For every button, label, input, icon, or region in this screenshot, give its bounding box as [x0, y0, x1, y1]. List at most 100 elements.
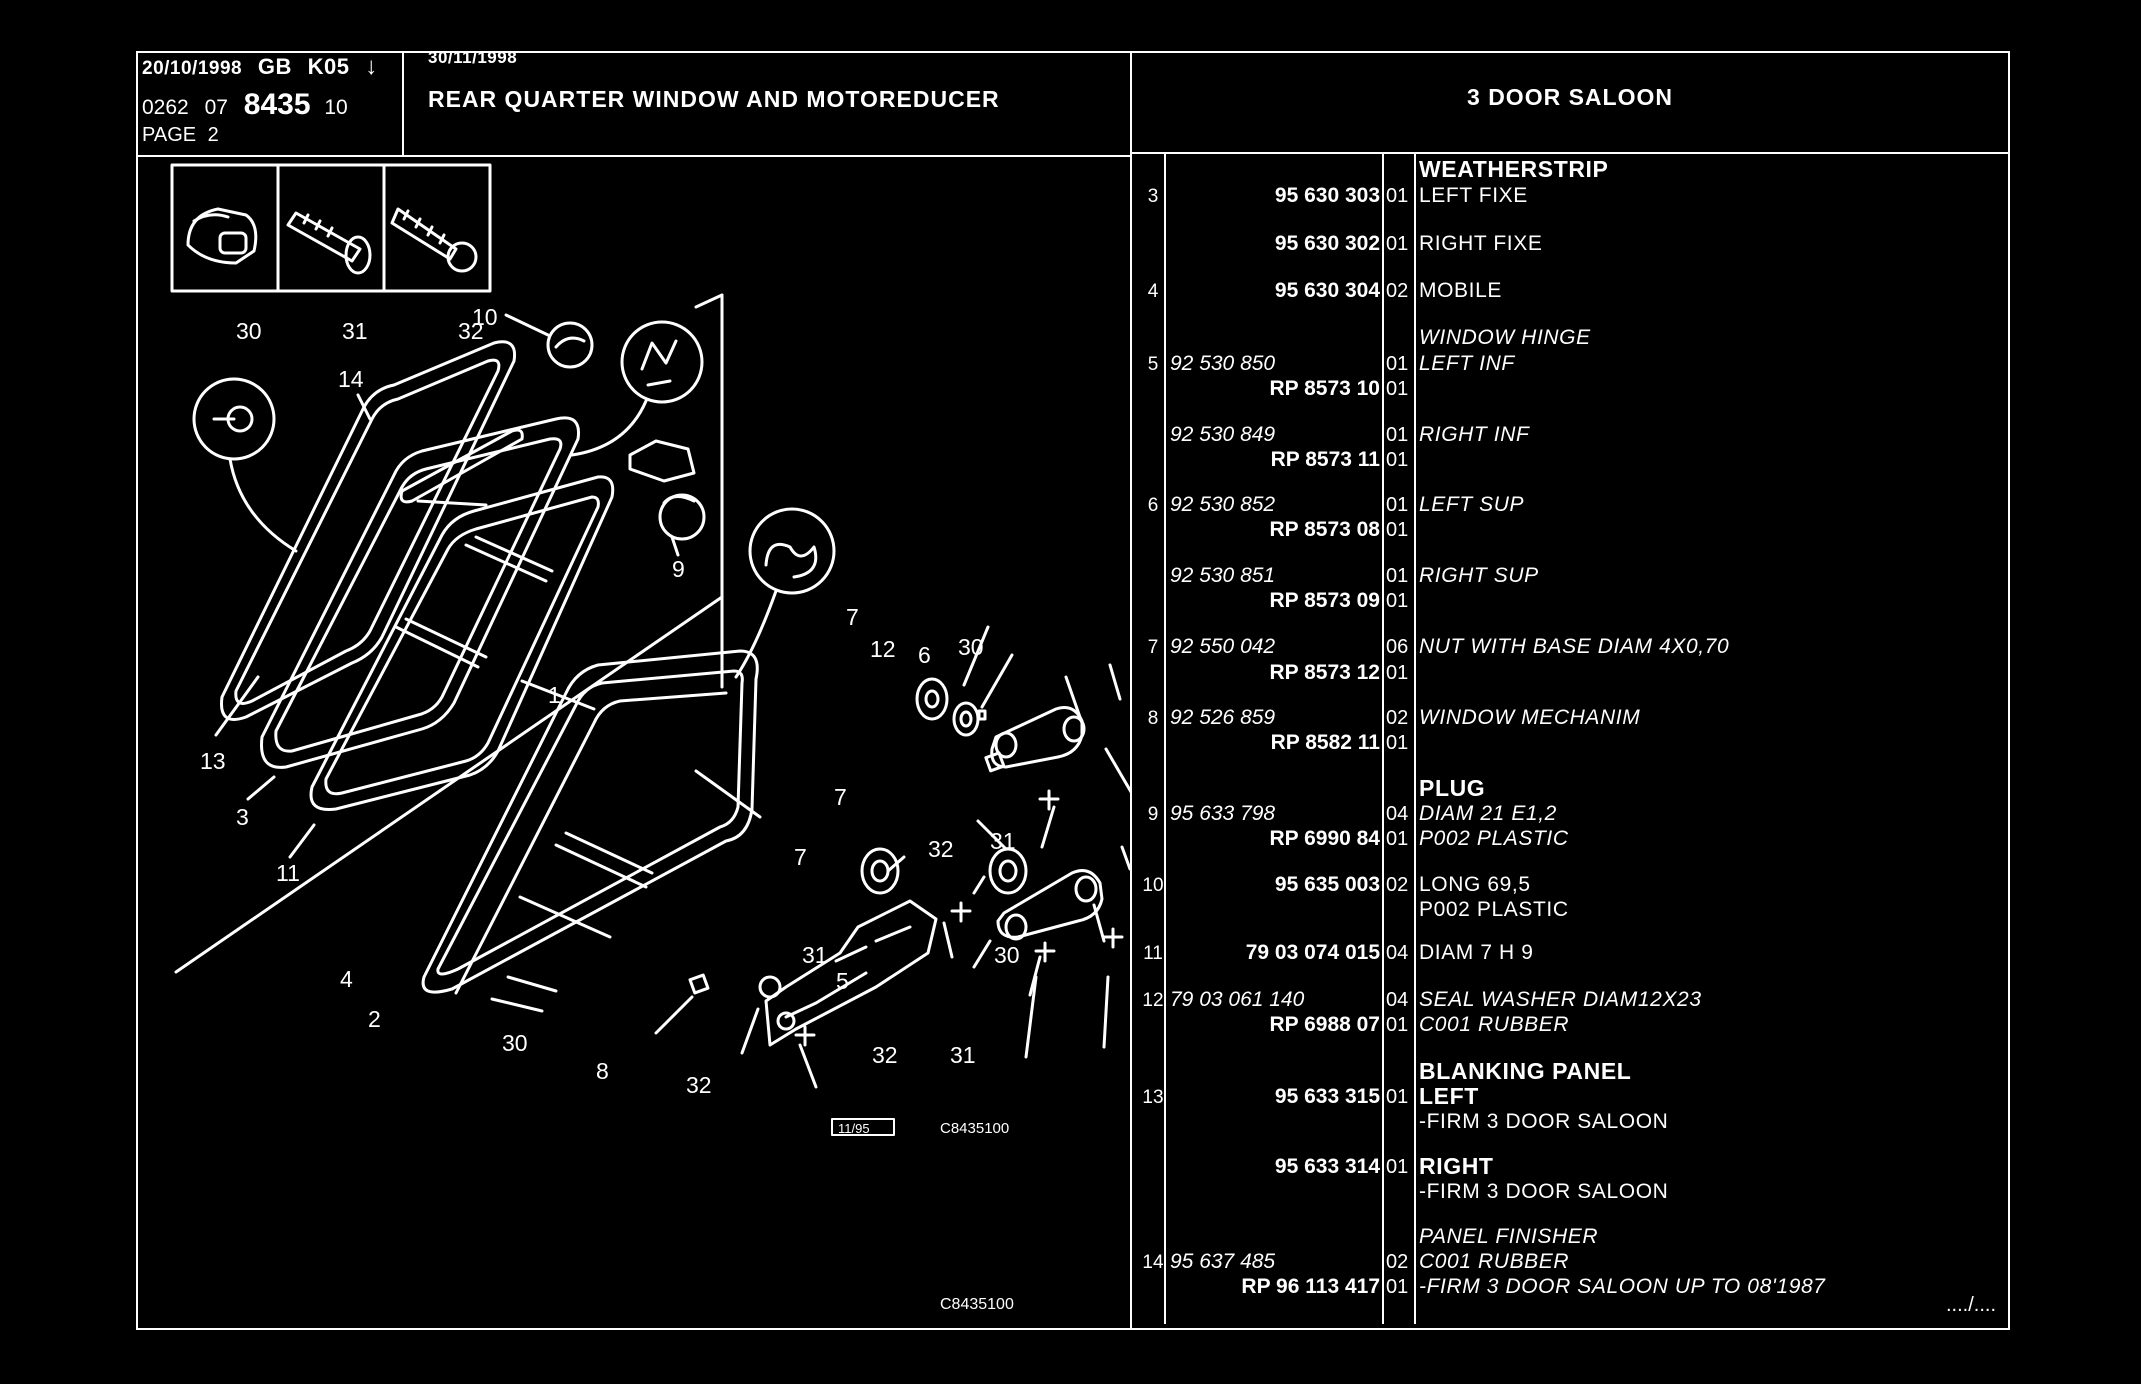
quantity: 01: [1386, 828, 1409, 850]
part-description: RIGHT: [1419, 1153, 1494, 1179]
part-description: LEFT FIXE: [1419, 184, 1528, 207]
part-reference: RP 8573 11: [1270, 448, 1380, 471]
callout-30b: 30: [994, 942, 1020, 968]
callout-12: 12: [870, 636, 896, 662]
part-reference: RP 96 113 417: [1241, 1275, 1380, 1298]
catalog-prefix: 0262: [142, 96, 189, 119]
callout-14: 14: [338, 366, 364, 392]
item-number: 10: [1142, 875, 1164, 896]
table-row: 92 530 849 01 RIGHT INF: [1130, 423, 2010, 449]
part-reference-alt: 92 530 849: [1170, 423, 1276, 446]
stamp-date: 11/95: [838, 1121, 870, 1136]
divider-qty-left: [1382, 152, 1384, 1324]
part-description: -FIRM 3 DOOR SALOON: [1419, 1180, 1669, 1203]
part-description: WEATHERSTRIP: [1419, 156, 1609, 182]
quantity: 01: [1386, 424, 1409, 446]
item-number: 11: [1143, 943, 1163, 964]
quantity: 01: [1386, 353, 1409, 375]
quantity: 01: [1386, 732, 1409, 754]
callout-7: 7: [846, 604, 859, 630]
divider-left-column: [1130, 51, 1132, 1330]
part-reference: RP 6990 84: [1269, 827, 1380, 850]
part-reference: RP 8573 09: [1269, 589, 1380, 612]
inset-num-32: 32: [458, 318, 484, 344]
footer-ref: C8435100: [940, 1296, 1014, 1313]
part-description: LONG 69,5: [1419, 873, 1531, 896]
part-reference-alt: 92 530 851: [1170, 564, 1276, 587]
part-reference: 95 630 302: [1274, 232, 1380, 255]
part-reference: RP 8582 11: [1270, 731, 1380, 754]
model-title: 3 DOOR SALOON: [1467, 84, 1673, 110]
quantity: 01: [1386, 378, 1409, 400]
quantity: 02: [1386, 280, 1409, 302]
table-row: P002 PLASTIC: [1130, 898, 2010, 924]
part-description: RIGHT INF: [1419, 423, 1530, 446]
item-number: 4: [1147, 281, 1159, 302]
quantity: 01: [1386, 185, 1409, 207]
part-reference: 95 630 304: [1274, 279, 1380, 302]
inset-num-31: 31: [342, 318, 368, 344]
callout-30c: 30: [502, 1030, 528, 1056]
table-row: RP 8573 10 01: [1130, 377, 2010, 403]
part-reference: RP 6988 07: [1269, 1013, 1380, 1036]
item-number: 3: [1147, 186, 1159, 207]
part-description: -FIRM 3 DOOR SALOON UP TO 08'1987: [1419, 1275, 1826, 1298]
quantity: 02: [1386, 1251, 1409, 1273]
callout-3: 3: [236, 804, 249, 830]
revision-date: 30/11/1998: [428, 48, 518, 67]
quantity: 01: [1386, 494, 1409, 516]
quantity: 01: [1386, 1014, 1409, 1036]
table-row: -FIRM 3 DOOR SALOON: [1130, 1180, 2010, 1206]
quantity: 06: [1386, 636, 1409, 658]
screw-icon: [286, 211, 372, 275]
item-number: 9: [1147, 804, 1159, 825]
part-description: LEFT SUP: [1419, 493, 1525, 516]
item-number: 14: [1142, 1252, 1164, 1273]
item-number: 13: [1142, 1087, 1164, 1108]
part-description: P002 PLASTIC: [1419, 827, 1569, 850]
part-reference: 95 630 303: [1274, 184, 1380, 207]
callout-31c: 31: [950, 1042, 976, 1068]
quantity: 04: [1386, 989, 1409, 1011]
quantity: 01: [1386, 1156, 1409, 1178]
divider-header-left: [402, 51, 404, 156]
quantity: 01: [1386, 662, 1409, 684]
part-description: DIAM 21 E1,2: [1419, 802, 1557, 825]
issue-date: 20/10/1998: [142, 58, 243, 79]
quantity: 01: [1386, 1086, 1409, 1108]
callout-32: 32: [928, 836, 954, 862]
part-description: LEFT INF: [1419, 352, 1515, 375]
callout-6: 6: [918, 642, 931, 668]
page-frame: [136, 51, 2010, 1330]
part-reference: RP 8573 10: [1269, 377, 1380, 400]
part-reference-alt: 95 633 798: [1170, 802, 1276, 825]
part-reference-alt: 79 03 061 140: [1170, 988, 1305, 1011]
callout-1: 1: [548, 682, 561, 708]
callout-10: 10: [472, 304, 498, 330]
page-label: PAGE 2: [142, 124, 219, 147]
divider-item-col: [1164, 152, 1166, 1324]
part-description: C001 RUBBER: [1419, 1250, 1570, 1273]
quantity: 04: [1386, 803, 1409, 825]
item-number: 7: [1147, 637, 1159, 658]
callout-9: 9: [672, 556, 685, 582]
table-row: 3 95 630 303 01 LEFT FIXE: [1130, 184, 2010, 210]
quantity: 02: [1386, 707, 1409, 729]
part-reference-alt: 92 530 850: [1170, 352, 1276, 375]
stamp-ref: C8435100: [940, 1120, 1009, 1137]
item-number: 6: [1147, 495, 1159, 516]
table-row: RP 8582 11 01: [1130, 731, 2010, 757]
callout-5: 5: [836, 968, 849, 994]
callout-labels: 30 31 32 10 14 9 1 13 3 11 7 12 6 30 31 …: [200, 304, 1020, 1098]
part-reference-alt: 92 526 859: [1170, 706, 1276, 729]
quantity: 01: [1386, 449, 1409, 471]
part-reference: 95 635 003: [1274, 873, 1380, 896]
part-description: NUT WITH BASE DIAM 4X0,70: [1419, 635, 1730, 658]
part-reference: 95 633 315: [1274, 1085, 1380, 1108]
callout-8: 8: [596, 1058, 609, 1084]
